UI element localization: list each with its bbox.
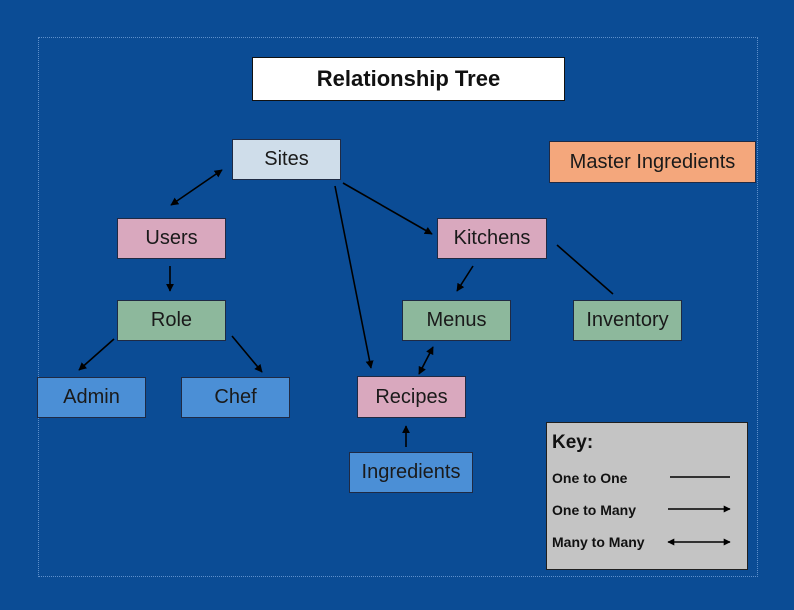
node-recipes: Recipes — [357, 376, 466, 418]
edge-sites-kitchens — [342, 182, 433, 235]
legend-label-one-to-many: One to Many — [552, 502, 637, 518]
edge-role-chef — [231, 335, 263, 373]
legend-title: Key: — [552, 432, 594, 453]
legend-key: Key: One to One One to Many Many to Many — [546, 422, 748, 570]
node-chef: Chef — [181, 377, 290, 418]
node-ingredients: Ingredients — [349, 452, 473, 493]
node-master-ingredients: Master Ingredients — [549, 141, 756, 183]
edge-sites-users — [170, 169, 223, 206]
node-users: Users — [117, 218, 226, 259]
edge-kitchens-inventory — [556, 244, 614, 295]
node-role: Role — [117, 300, 226, 341]
edge-menus-recipes — [418, 346, 434, 375]
legend-line-samples — [667, 476, 731, 546]
edge-kitchens-menus — [456, 265, 474, 292]
node-admin: Admin — [37, 377, 146, 418]
legend-label-many-to-many: Many to Many — [552, 534, 645, 550]
node-sites: Sites — [232, 139, 341, 180]
node-inventory: Inventory — [573, 300, 682, 341]
node-kitchens: Kitchens — [437, 218, 547, 259]
diagram-frame — [38, 37, 758, 577]
node-menus: Menus — [402, 300, 511, 341]
legend-label-one-to-one: One to One — [552, 470, 628, 486]
edge-sites-recipes — [334, 185, 374, 369]
edge-role-admin — [78, 338, 115, 371]
diagram-title: Relationship Tree — [252, 57, 565, 101]
